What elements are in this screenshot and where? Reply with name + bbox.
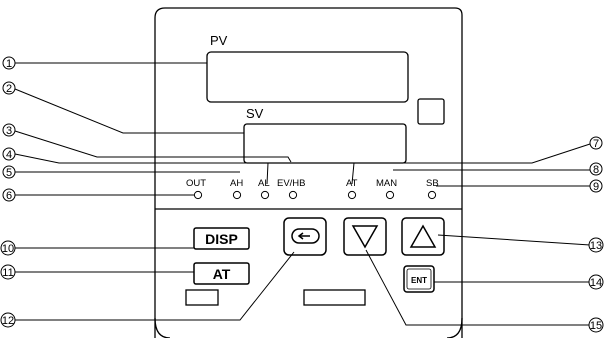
svg-text:8: 8 [593,164,599,176]
led-out [193,190,203,200]
disp-button[interactable]: DISP [193,227,250,250]
svg-text:11: 11 [2,267,13,279]
callout-2: 2 [2,81,16,95]
indicator-label-evhb: EV/HB [277,178,306,189]
callout-1: 1 [2,56,16,70]
svg-text:4: 4 [6,149,12,161]
callout-8: 8 [589,162,603,176]
callout-15: 15 [588,317,604,333]
led-al [260,190,270,200]
indicator-label-man: MAN [376,178,397,189]
svg-text:12: 12 [2,315,14,327]
led-ah [232,190,242,200]
callout-12: 12 [0,312,16,328]
indicator-label-al: AL [258,178,270,189]
sv-display-window [243,123,407,164]
sv-label: SV [246,106,264,121]
svg-text:1: 1 [6,58,12,70]
pv-label: PV [210,33,228,48]
pv-display-window [206,51,409,103]
svg-text:14: 14 [590,277,602,289]
callout-4: 4 [2,147,16,161]
slot-left [185,289,219,306]
svg-text:13: 13 [590,240,602,252]
slot-center [303,289,366,306]
svg-text:6: 6 [6,190,12,202]
callout-11: 11 [0,264,16,280]
return-arrow-icon [291,228,320,244]
led-sb [427,190,437,200]
led-evhb [288,190,298,200]
svg-text:2: 2 [6,83,12,95]
down-button[interactable] [343,217,387,256]
leader-lines [14,62,591,326]
device-housing [154,7,463,338]
indicator-label-sb: SB [426,178,439,189]
mode-button[interactable] [283,217,327,256]
at-button-label: AT [213,266,231,282]
callout-7: 7 [589,136,603,150]
ent-button-label: ENT [411,276,427,285]
ent-button[interactable]: ENT [403,265,435,293]
svg-text:5: 5 [6,167,12,179]
led-man [385,190,395,200]
callout-10: 10 [0,240,16,256]
at-button[interactable]: AT [193,262,250,285]
callout-14: 14 [588,274,604,290]
svg-text:3: 3 [6,125,12,137]
device-housing-bottom [154,317,463,338]
svg-text:15: 15 [590,320,602,332]
svg-text:9: 9 [593,181,599,193]
indicator-label-ah: AH [230,178,243,189]
down-triangle-icon [351,225,379,249]
svg-text:7: 7 [593,138,599,150]
up-triangle-icon [409,224,437,248]
unit-indicator-window [417,98,445,125]
disp-button-label: DISP [205,231,238,247]
indicator-label-out: OUT [186,178,206,189]
callout-3: 3 [2,123,16,137]
callout-6: 6 [2,188,16,202]
callout-5: 5 [2,165,16,179]
led-at [347,190,357,200]
callout-13: 13 [588,237,604,253]
up-button[interactable] [401,217,445,256]
callout-9: 9 [589,179,603,193]
svg-text:10: 10 [2,243,14,255]
